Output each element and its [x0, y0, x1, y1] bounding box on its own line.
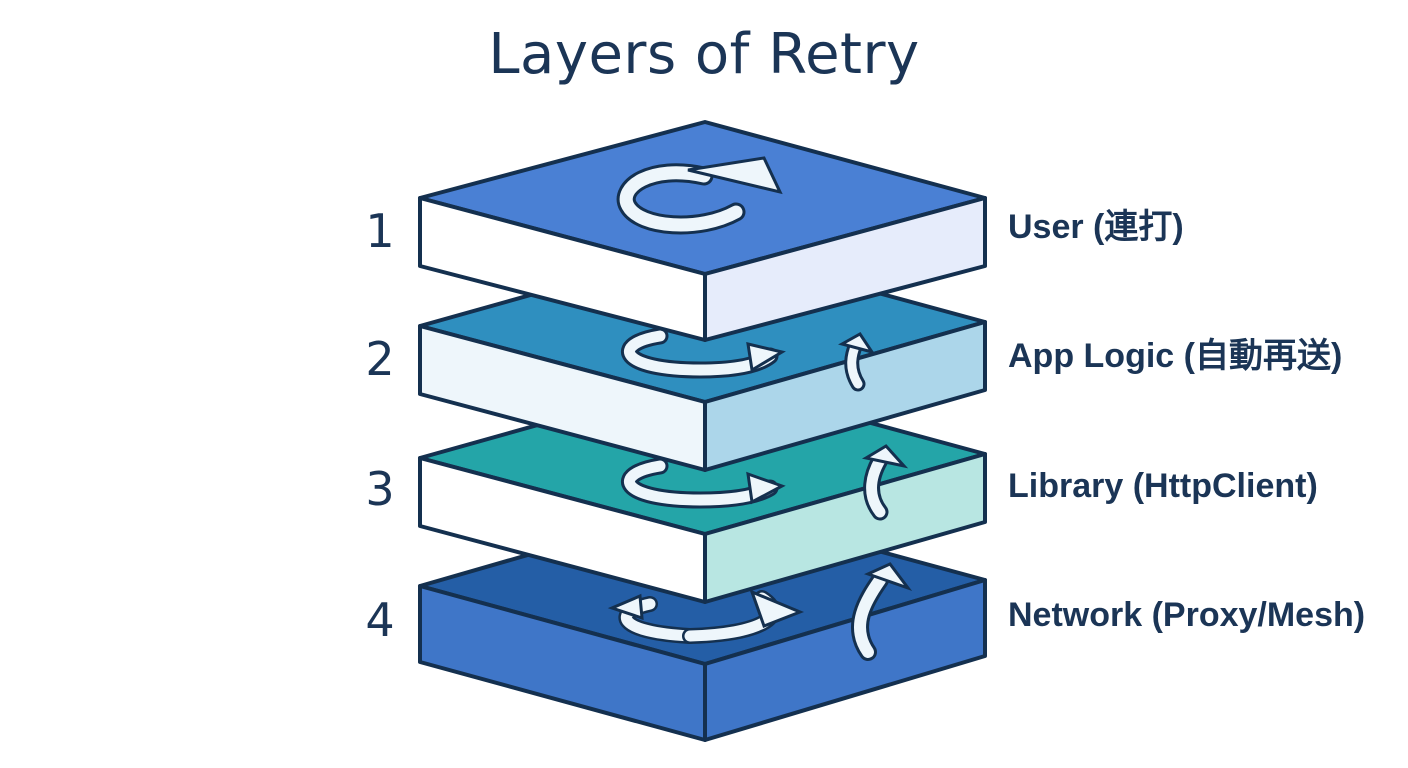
layer-1-label: User (連打) — [1008, 208, 1184, 246]
layer-1-slab — [418, 120, 987, 342]
layer-2-number: 2 — [365, 332, 394, 386]
layer-4-label: Network (Proxy/Mesh) — [1008, 596, 1365, 634]
layer-4-right-face — [703, 578, 987, 742]
layer-4-number: 4 — [365, 593, 394, 647]
layer-3-label: Library (HttpClient) — [1008, 467, 1318, 505]
layer-3-number: 3 — [365, 462, 394, 516]
layer-3-right-face — [703, 452, 987, 604]
layer-2-label: App Logic (自動再送) — [1008, 337, 1342, 375]
layer-1-number: 1 — [365, 204, 394, 258]
diagram-title: Layers of Retry — [488, 22, 920, 87]
layer-2-right-face — [703, 320, 987, 472]
layer-1-right-face — [703, 196, 987, 342]
